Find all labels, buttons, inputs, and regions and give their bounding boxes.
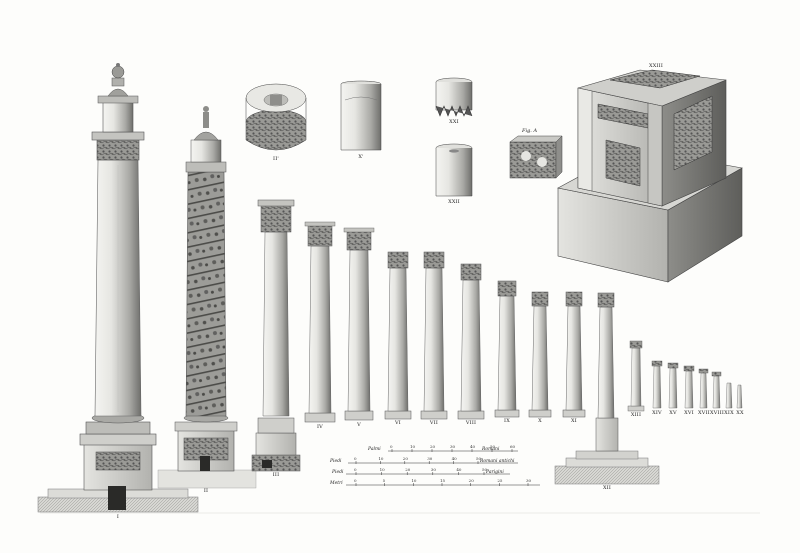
scale-tick-label: 40 [451, 456, 457, 461]
column-label-viii: VIII [465, 420, 477, 426]
scale-tick-label: 20 [430, 444, 436, 449]
column-label-v: V [357, 422, 361, 428]
column-label-iii: III [272, 472, 280, 478]
scale-tick-label: 20 [402, 456, 408, 461]
scale-label-palmi: Palmi [368, 447, 381, 452]
column-label-xx: XX [736, 410, 744, 416]
fragment-drum [340, 80, 382, 151]
column-xvii [698, 368, 709, 409]
scale-tick-label: 10 [411, 478, 417, 483]
scale-tick-label: 15 [440, 478, 446, 483]
fragment-label-capital: XXI [449, 119, 459, 125]
column-label-ii: II [203, 488, 209, 494]
column-xiv [651, 360, 663, 409]
column-label-xv: XV [669, 410, 677, 416]
fragment-base-ring [245, 83, 307, 151]
scale-ticks [355, 449, 529, 486]
fragment-capital-drum [435, 77, 473, 117]
column-label-xii: XII [602, 485, 612, 491]
scale-unit-romani-antichi: Romani antichi [480, 459, 515, 464]
scale-tick-label: 0 [354, 467, 357, 472]
scale-tick-label: 0 [354, 456, 357, 461]
scale-tick-label: 40 [470, 444, 476, 449]
column-label-xviii: XVIII [709, 410, 725, 416]
column-ix [494, 280, 520, 418]
scale-unit-romani: Romani [482, 447, 500, 452]
scale-tick-label: 10 [410, 444, 416, 449]
column-xi [562, 291, 586, 418]
column-xix [725, 382, 733, 409]
scale-tick-label: 50 [482, 467, 488, 472]
fragment-label-drum: X' [358, 154, 364, 160]
column-viii [457, 263, 485, 420]
column-label-vii: VII [429, 420, 439, 426]
scale-tick-label: 0 [390, 444, 393, 449]
column-label-xiv: XIV [652, 410, 662, 416]
column-v [343, 227, 375, 421]
column-label-xi: XI [571, 418, 577, 424]
column-label-iv: IV [317, 424, 323, 430]
fragment-label-shaft: XXII [448, 199, 460, 205]
fragment-label-base: II' [273, 156, 279, 162]
block-label: XXIII [648, 63, 664, 69]
column-ii [157, 106, 257, 489]
pedestal-block [557, 69, 743, 283]
scale-tick-label: 5 [382, 478, 386, 483]
column-label-ix: IX [504, 418, 510, 424]
scale-unit-parigini: Parigini [486, 470, 504, 475]
scale-bars [346, 450, 540, 486]
scale-tick-label: 60 [510, 444, 516, 449]
column-label-xvi: XVI [684, 410, 694, 416]
column-xviii [711, 371, 722, 409]
column-label-xiii: XIII [630, 412, 642, 418]
scale-tick-label: 25 [497, 478, 503, 483]
scale-tick-label: 10 [378, 456, 384, 461]
column-label-vi: VI [395, 420, 401, 426]
column-label-i: I [116, 514, 120, 520]
scale-tick-label: 0 [354, 478, 357, 483]
scale-tick-label: 20 [468, 478, 474, 483]
column-iv [304, 221, 336, 423]
column-iii [251, 199, 301, 472]
column-label-x: X [538, 418, 542, 424]
scale-tick-label: 50 [490, 444, 496, 449]
scale-tick-label: 30 [430, 467, 436, 472]
fragment-relief-block [509, 135, 563, 179]
scale-tick-label: 20 [405, 467, 411, 472]
column-label-xvii: XVII [698, 410, 710, 416]
column-xv [667, 362, 679, 409]
scale-label-piedi-2: Piedi [332, 470, 344, 475]
fig-a-label: Fig. A [522, 128, 538, 134]
scale-label-metri: Metri [330, 481, 343, 486]
column-vii [420, 251, 448, 420]
scale-tick-label: 30 [450, 444, 456, 449]
scale-tick-label: 10 [379, 467, 385, 472]
scale-label-piedi-1: Piedi [330, 459, 342, 464]
column-x [528, 291, 552, 418]
column-xiii [627, 340, 645, 412]
column-label-xix: XIX [724, 410, 734, 416]
column-xvi [683, 365, 695, 409]
scale-tick-label: 50 [476, 456, 482, 461]
column-i [37, 63, 199, 513]
scale-tick-label: 30 [427, 456, 433, 461]
column-xii [554, 292, 660, 485]
fragment-shaft-drum [435, 143, 473, 197]
scale-tick-label: 30 [526, 478, 532, 483]
scale-tick-label: 40 [456, 467, 462, 472]
column-xx [736, 384, 743, 409]
column-vi [384, 251, 412, 420]
